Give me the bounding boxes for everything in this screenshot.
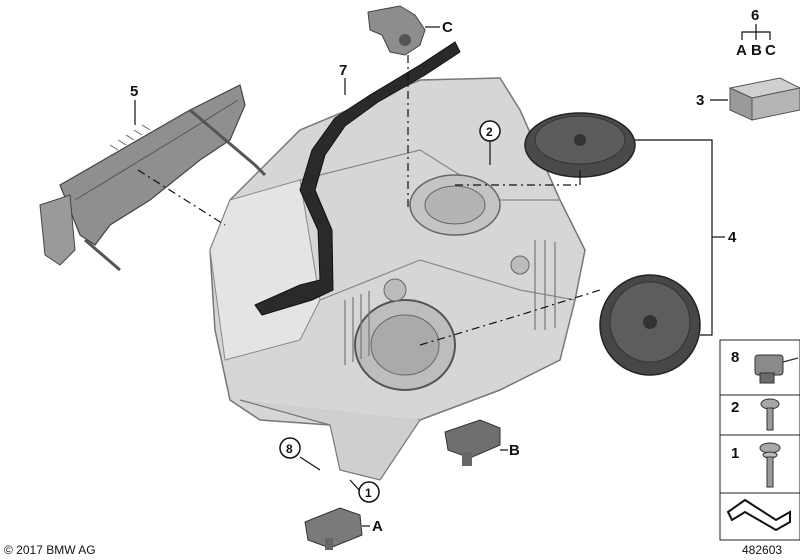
- legend-1: 1: [731, 445, 739, 462]
- callout-c-top: C: [442, 19, 453, 36]
- set-6-b: B: [751, 42, 762, 59]
- set-6-number: 6: [751, 7, 759, 24]
- copyright: © 2017 BMW AG: [4, 543, 96, 557]
- screw-2-icon: [760, 398, 780, 431]
- set-6-a: A: [736, 42, 747, 59]
- legend-2: 2: [731, 399, 739, 416]
- circled-callout-1: 1: [358, 481, 380, 503]
- headlight-housing: [209, 77, 586, 481]
- circled-callout-8: 8: [279, 437, 301, 459]
- svg-text:1: 1: [365, 486, 372, 500]
- callout-a: A: [372, 518, 383, 535]
- gasket-box: [728, 77, 800, 121]
- cover-cap-lower: [599, 274, 701, 376]
- circled-callout-2: 2: [479, 120, 501, 142]
- cover-cap-upper: [524, 112, 636, 178]
- callout-5: 5: [130, 83, 138, 100]
- clip-a: [304, 507, 363, 550]
- svg-text:2: 2: [486, 125, 493, 139]
- callout-4: 4: [728, 229, 737, 246]
- diagram-id: 482603: [742, 543, 782, 557]
- support-bracket: [39, 84, 267, 272]
- svg-text:8: 8: [286, 442, 293, 456]
- screw-1-icon: [759, 442, 781, 488]
- gasket-profile-icon: [726, 498, 791, 532]
- fastener-legend: 8 2 1: [719, 339, 800, 541]
- callout-b: B: [509, 442, 520, 459]
- legend-8: 8: [731, 349, 739, 366]
- clip-b: [444, 419, 501, 466]
- connector-icon: [754, 354, 799, 384]
- callout-3: 3: [696, 92, 704, 109]
- callout-7: 7: [339, 62, 347, 79]
- set-6-c: C: [765, 42, 776, 59]
- gasket-strip: [254, 41, 461, 316]
- top-mount-bracket: [367, 5, 426, 56]
